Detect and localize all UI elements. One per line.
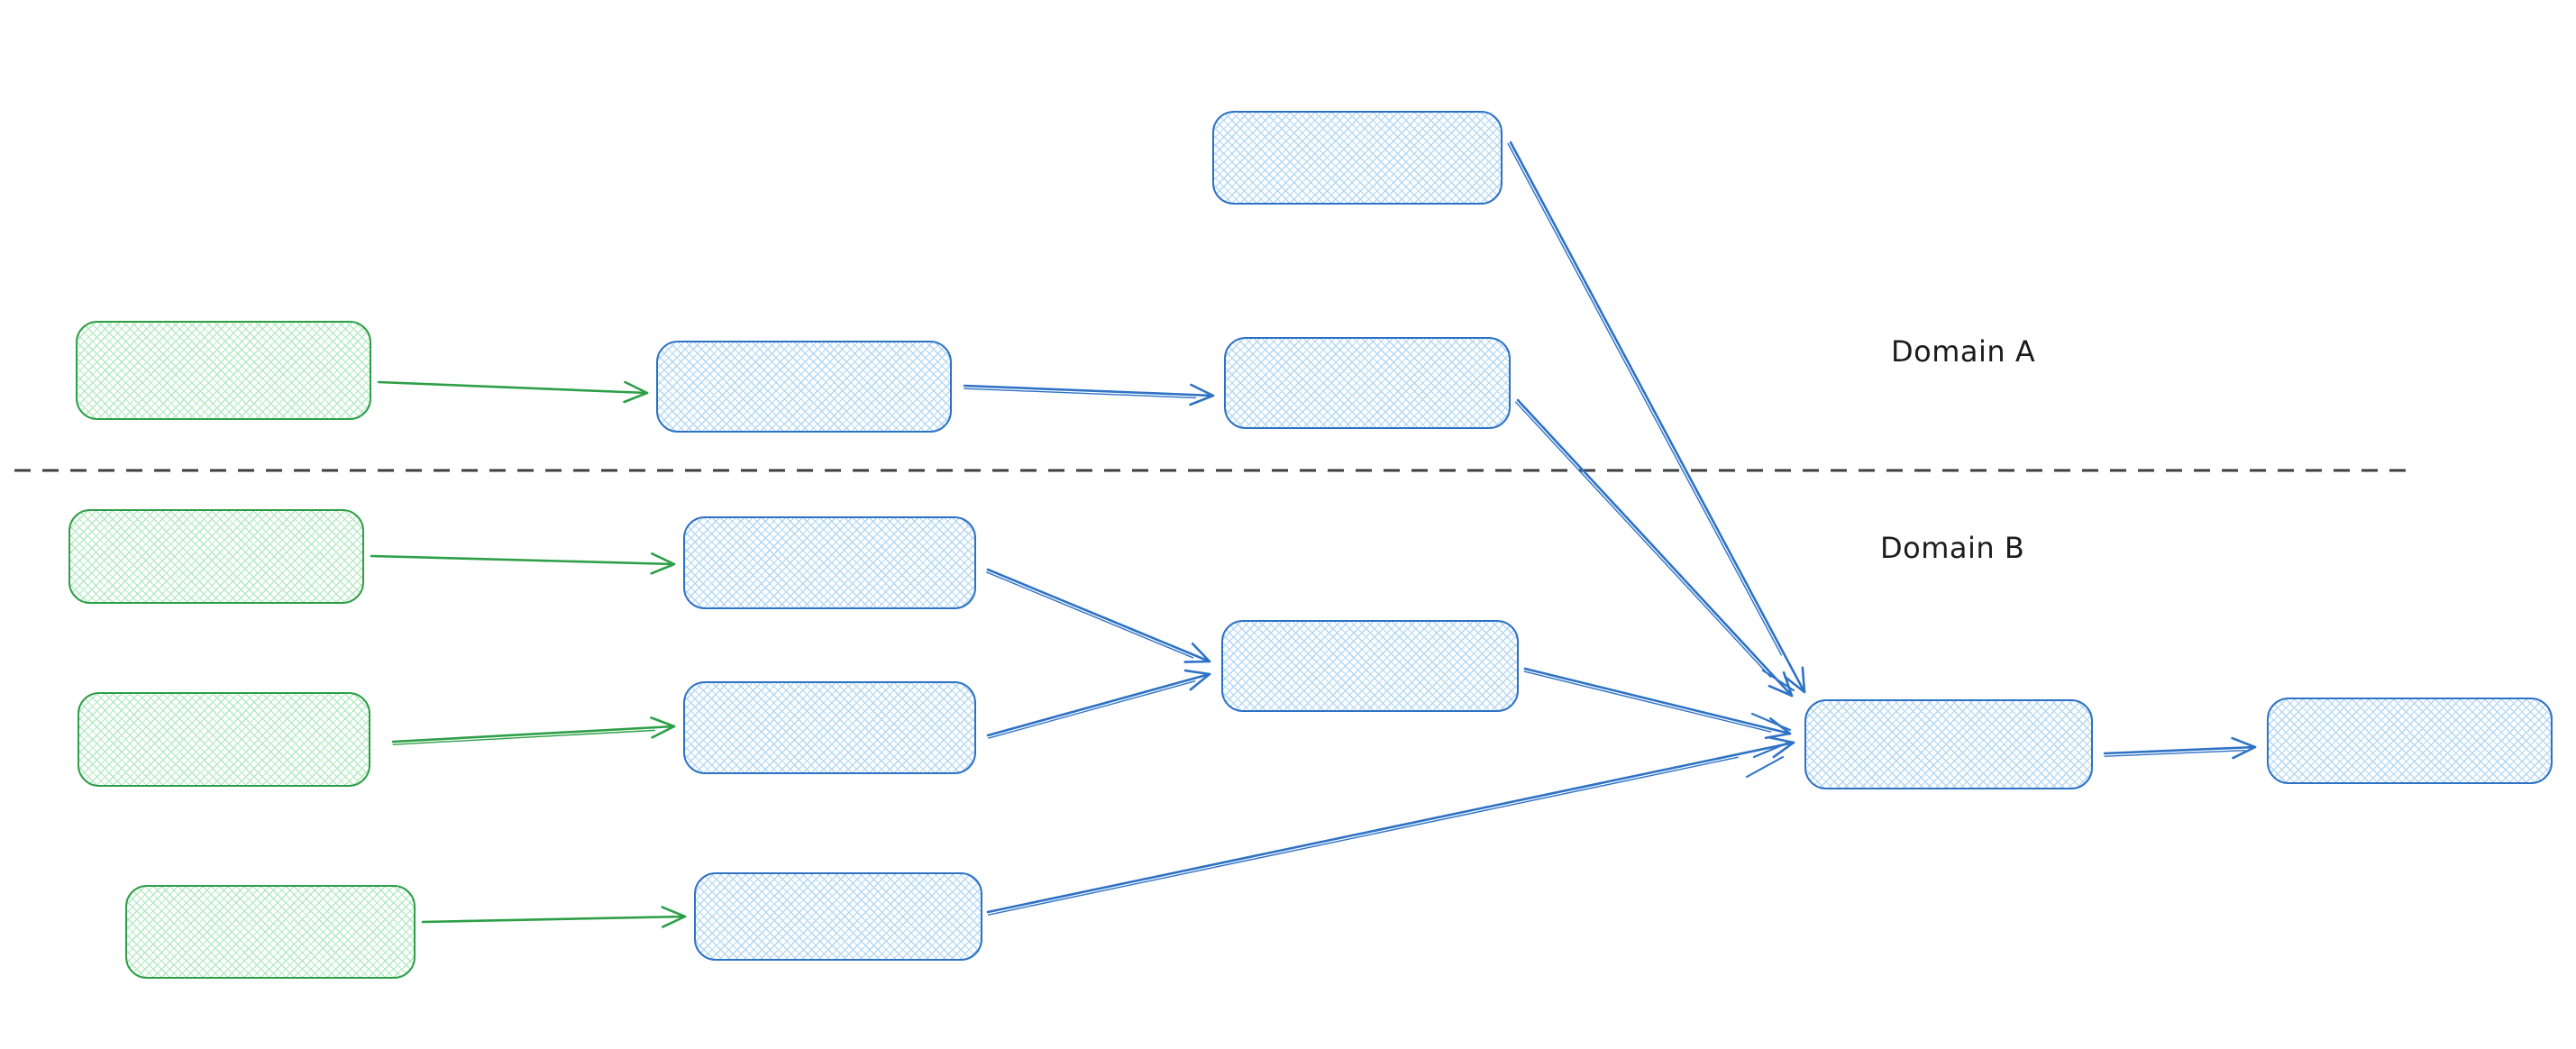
arrow-blue-row1[interactable] [963,383,1215,406]
node-blue-row1-right[interactable] [1224,337,1511,429]
arrow-blue-mid-to-main[interactable] [1523,667,1792,740]
node-green-row2[interactable] [69,509,364,604]
arrow-blue-row1-to-main[interactable] [1514,398,1794,698]
arrow-green-row2[interactable] [370,552,676,575]
node-blue-mid-converge[interactable] [1221,620,1519,712]
sketch-stroke [1752,741,1790,759]
arrow-blue-top-to-main[interactable] [1507,141,1806,694]
sketch-stroke [1761,669,1795,692]
arrow-blue-row4-to-main[interactable] [986,736,1795,916]
node-green-row4[interactable] [125,885,416,979]
node-blue-main-converge[interactable] [1804,699,2093,789]
domain-a-label: Domain A [1891,334,2036,369]
node-blue-row3[interactable] [683,681,976,774]
sketch-stroke [1745,755,1785,779]
node-blue-final[interactable] [2267,698,2553,784]
node-green-row1[interactable] [76,321,371,420]
node-blue-row2[interactable] [683,516,976,609]
node-blue-row4[interactable] [694,872,982,961]
arrow-blue-row2-to-mid[interactable] [986,568,1211,663]
arrow-blue-row3-to-mid[interactable] [986,669,1211,739]
arrow-green-row3[interactable] [391,716,676,745]
domain-b-label: Domain B [1880,531,2025,565]
arrow-green-row1[interactable] [377,380,649,404]
arrow-green-row4[interactable] [421,906,687,928]
sketch-stroke [1750,712,1792,732]
node-blue-row1-mid[interactable] [656,341,952,433]
node-blue-top[interactable] [1212,111,1503,205]
node-green-row3[interactable] [78,692,370,787]
arrow-blue-main-to-final[interactable] [2103,736,2257,760]
